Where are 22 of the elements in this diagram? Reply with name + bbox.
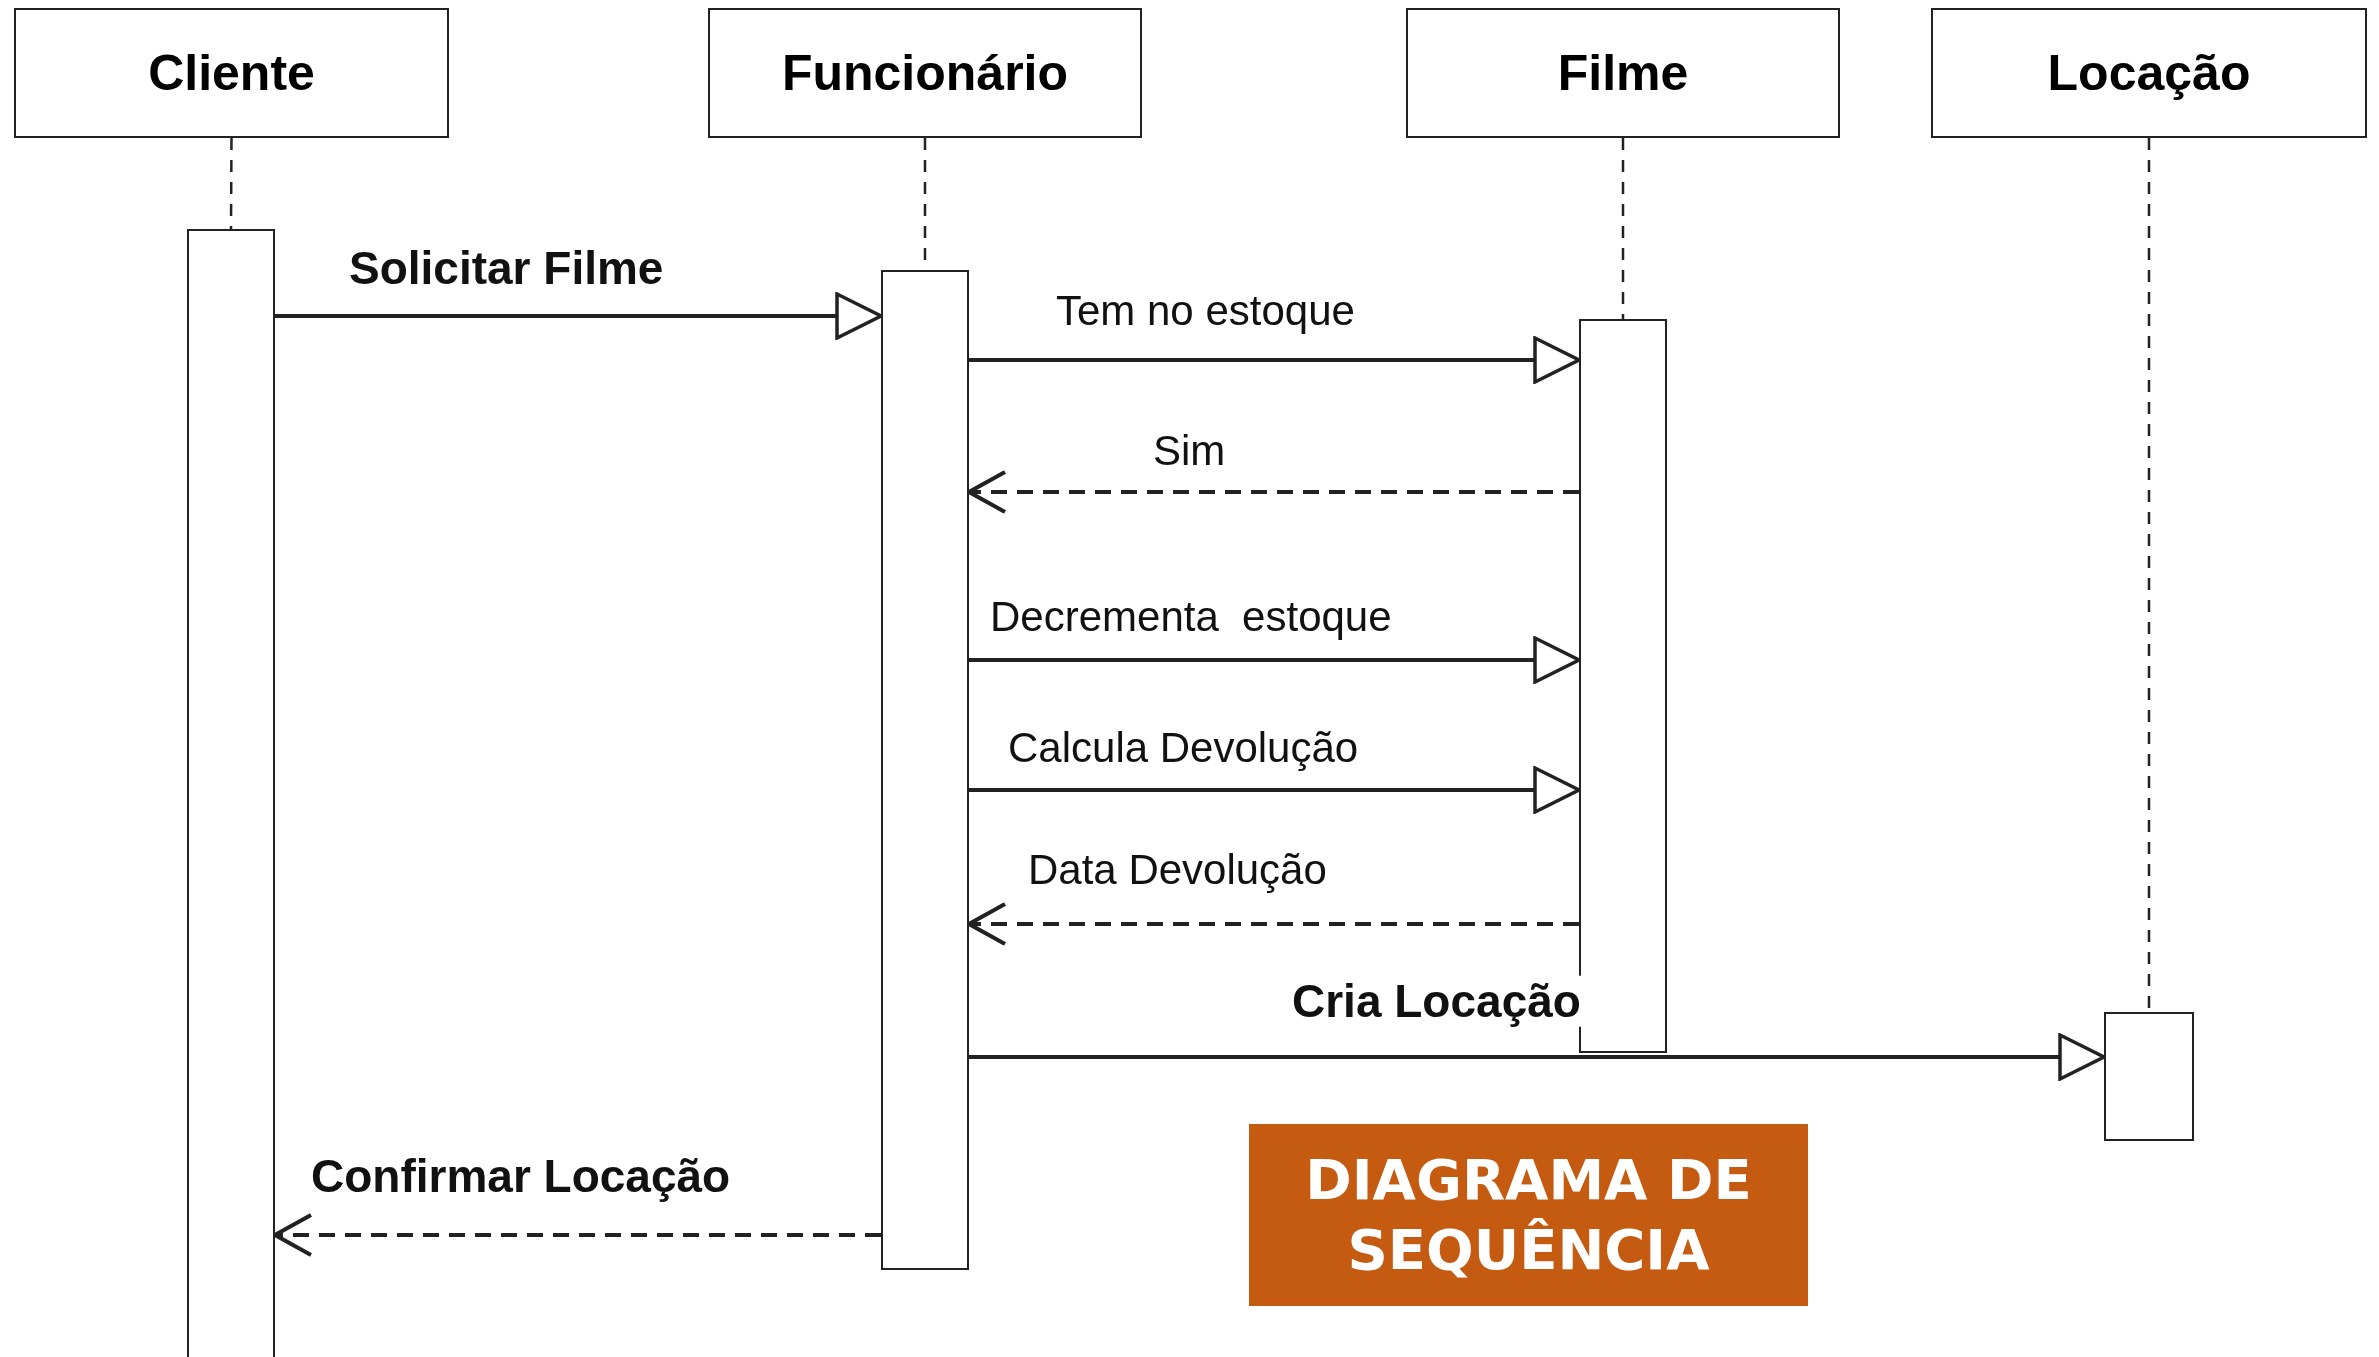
lifeline-header-box — [1931, 8, 2367, 138]
lifeline-header-box — [708, 8, 1142, 138]
message-arrow — [969, 766, 1581, 814]
lifeline — [229, 138, 233, 229]
activation-bar — [2104, 1012, 2194, 1141]
message-label: Cria Locação — [1292, 975, 1581, 1027]
activation-bar — [881, 270, 969, 1270]
lifeline-name: Locação — [2047, 44, 2251, 102]
lifeline-name: Cliente — [148, 44, 315, 102]
lifeline-header-box — [14, 8, 449, 138]
message-arrow — [969, 1033, 2106, 1081]
activation-bar — [1579, 319, 1667, 1053]
lifeline-name: Funcionário — [781, 44, 1069, 102]
title-banner — [1249, 1124, 1808, 1306]
lifeline — [1621, 138, 1625, 319]
activation-bar — [187, 229, 275, 1357]
lifeline-name: Filme — [1557, 44, 1689, 102]
message-arrow — [969, 336, 1581, 384]
message-arrow — [969, 636, 1581, 684]
message-arrow — [275, 292, 883, 340]
banner-title: DIAGRAMA DE SEQUÊNCIA — [1304, 1146, 1753, 1284]
lifeline-header-box — [1406, 8, 1840, 138]
